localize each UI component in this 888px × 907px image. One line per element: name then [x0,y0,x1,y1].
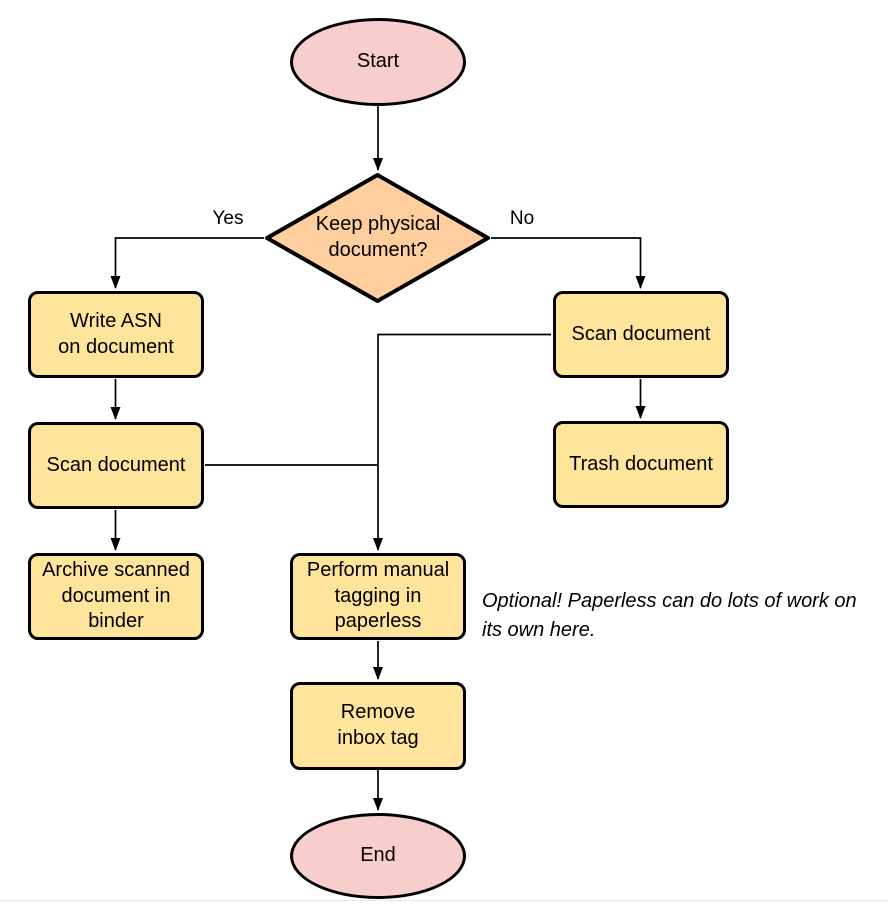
page-boundary-line [0,900,888,901]
start-terminator: Start [290,18,466,106]
decision-diamond-shape [265,173,490,303]
process-trash-document: Trash document [553,421,729,508]
process-archive-scanned-document: Archive scanned document in binder [28,553,204,640]
optional-note-text: Optional! Paperless can do lots of work … [482,590,857,641]
edge-decision-yes-to-write-asn [110,237,264,289]
process-scan-document-left: Scan document [28,422,204,509]
edge-label-no: No [509,208,535,229]
decision-keep-physical-document-label: Keep physical document? [315,213,441,261]
process-scan-document-right: Scan document [553,291,729,378]
edge-label-yes: Yes [212,208,244,229]
edge-decision-no-to-scan-right [491,237,646,289]
process-write-asn-on-document: Write ASN on document [28,291,204,378]
process-remove-inbox-tag: Remove inbox tag [290,682,466,770]
process-perform-manual-tagging: Perform manual tagging in paperless [290,553,466,640]
end-terminator: End [290,813,466,899]
edge-scan-right-to-tagging [373,333,551,551]
